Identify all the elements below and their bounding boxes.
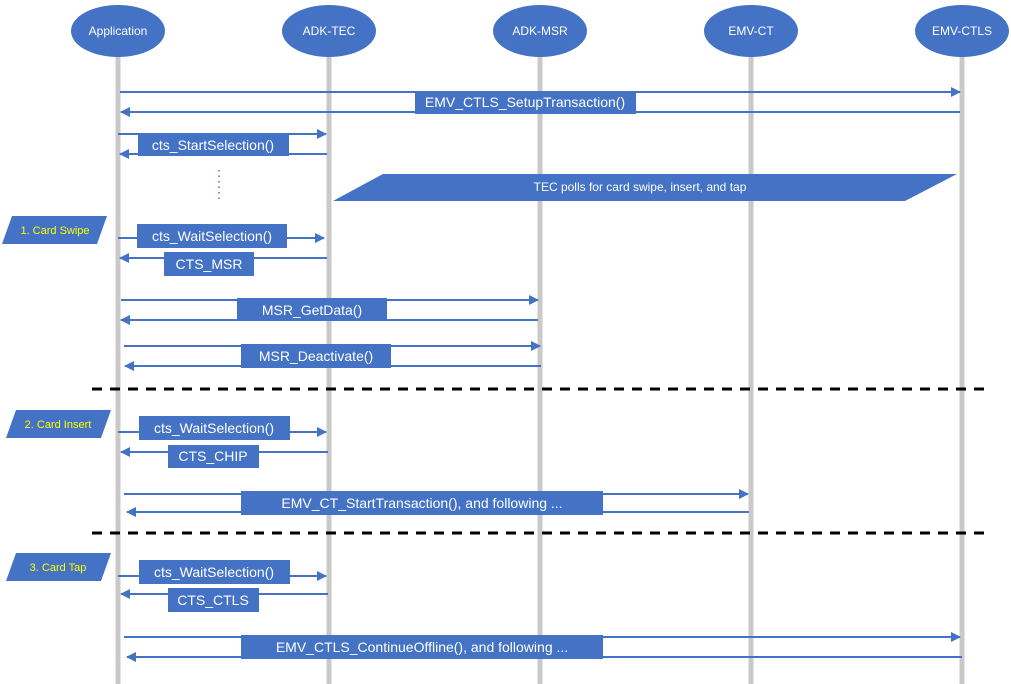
case-card-insert: 2. Card Insert — [6, 410, 111, 438]
msg-label: CTS_CHIP — [178, 448, 247, 464]
msg-box-msr-deactivate: MSR_Deactivate() — [241, 344, 391, 368]
msg-label: MSR_GetData() — [262, 302, 362, 318]
msg-box-cts-chip: CTS_CHIP — [168, 445, 259, 468]
msg-label: cts_WaitSelection() — [152, 228, 272, 244]
actor-label: ADK-TEC — [303, 24, 356, 38]
actor-label: ADK-MSR — [512, 24, 568, 38]
msg-box-wait-selection-3: cts_WaitSelection() — [139, 560, 290, 584]
msg-label: EMV_CTLS_ContinueOffline(), and followin… — [276, 639, 568, 655]
case-label: 1. Card Swipe — [20, 225, 89, 237]
msg-box-cts-msr: CTS_MSR — [164, 252, 254, 276]
case-label: 2. Card Insert — [25, 419, 92, 431]
msg-box-wait-selection-2: cts_WaitSelection() — [139, 416, 290, 440]
msg-box-setup-transaction: EMV_CTLS_SetupTransaction() — [415, 91, 636, 114]
msg-box-ct-start-transaction: EMV_CT_StartTransaction(), and following… — [241, 491, 603, 515]
msg-box-msr-getdata: MSR_GetData() — [237, 298, 387, 321]
msg-label: CTS_MSR — [176, 256, 243, 272]
case-card-swipe: 1. Card Swipe — [2, 216, 107, 244]
msg-box-cts-ctls: CTS_CTLS — [168, 588, 259, 612]
actor-label: EMV-CTLS — [932, 24, 992, 38]
msg-label: MSR_Deactivate() — [259, 348, 373, 364]
msg-label: EMV_CTLS_SetupTransaction() — [425, 94, 625, 110]
msg-box-wait-selection-1: cts_WaitSelection() — [137, 224, 287, 248]
msg-box-start-selection: cts_StartSelection() — [138, 133, 289, 156]
actor-application: Application — [71, 5, 165, 57]
actor-label: Application — [89, 24, 148, 38]
msg-label: cts_WaitSelection() — [154, 420, 274, 436]
note-label: TEC polls for card swipe, insert, and ta… — [534, 180, 747, 194]
lifelines — [115, 55, 965, 684]
case-label: 3. Card Tap — [30, 562, 87, 574]
msg-label: CTS_CTLS — [177, 592, 249, 608]
actor-emv-ctls: EMV-CTLS — [915, 5, 1009, 57]
note-tec-polls: TEC polls for card swipe, insert, and ta… — [333, 174, 957, 201]
actor-adk-msr: ADK-MSR — [493, 5, 587, 57]
actor-adk-tec: ADK-TEC — [282, 5, 376, 57]
actor-emv-ct: EMV-CT — [704, 5, 798, 57]
case-card-tap: 3. Card Tap — [6, 553, 111, 581]
msg-label: cts_StartSelection() — [152, 137, 274, 153]
msg-label: cts_WaitSelection() — [154, 564, 274, 580]
msg-box-ctls-continue-offline: EMV_CTLS_ContinueOffline(), and followin… — [241, 635, 603, 659]
actor-label: EMV-CT — [728, 24, 774, 38]
msg-label: EMV_CT_StartTransaction(), and following… — [281, 495, 562, 511]
